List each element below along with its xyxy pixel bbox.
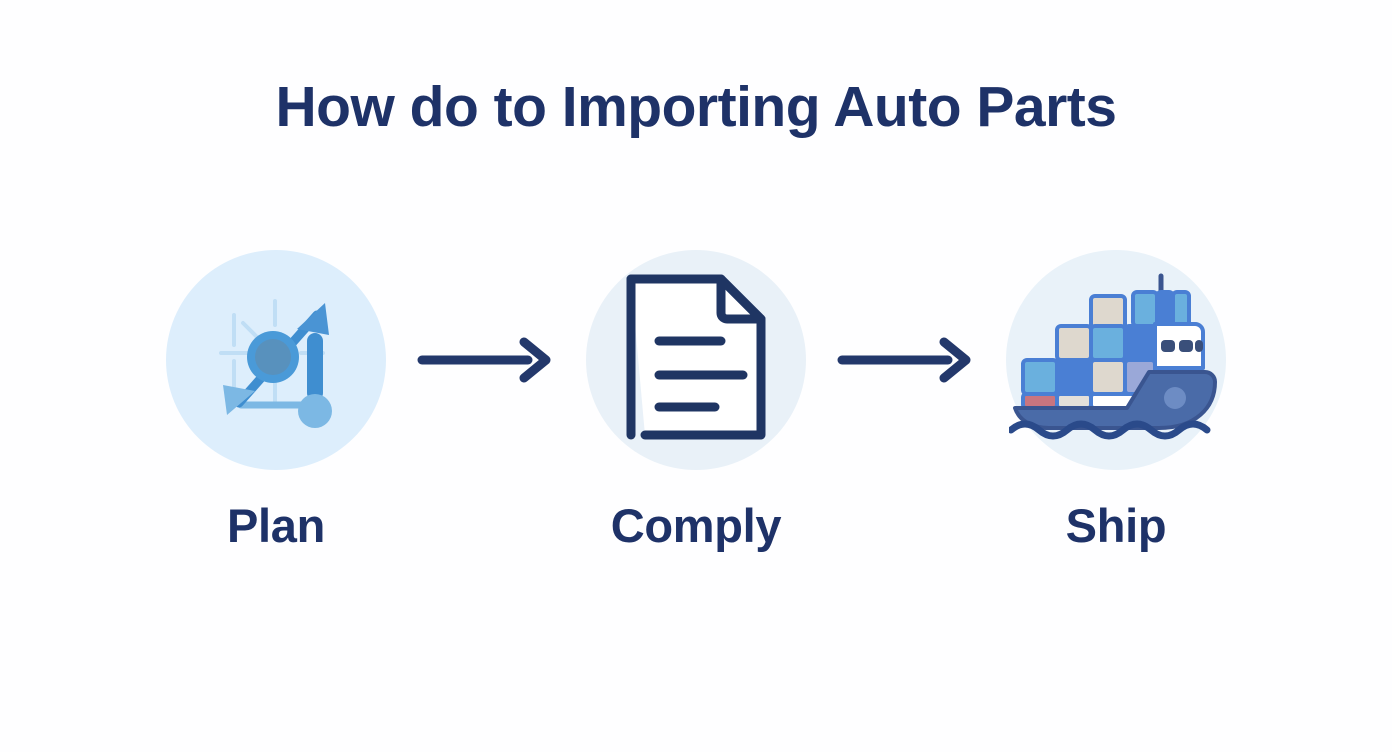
step-ship[interactable]: Ship bbox=[991, 250, 1241, 549]
strategy-chart-icon bbox=[201, 285, 351, 435]
arrow-right-icon bbox=[416, 337, 556, 383]
process-flow: Plan bbox=[0, 250, 1392, 590]
document-icon bbox=[611, 265, 781, 455]
arrow-right-icon bbox=[836, 337, 976, 383]
plan-badge bbox=[166, 250, 386, 470]
step-label-plan: Plan bbox=[226, 499, 326, 552]
step-comply[interactable]: Comply bbox=[571, 250, 821, 549]
step-plan[interactable]: Plan bbox=[151, 250, 401, 549]
step-label-comply: Comply bbox=[610, 499, 782, 552]
connector-plan-to-comply bbox=[401, 250, 571, 470]
connector-comply-to-ship bbox=[821, 250, 991, 470]
comply-badge bbox=[586, 250, 806, 470]
ship-badge bbox=[1006, 250, 1226, 470]
step-label-ship: Ship bbox=[1065, 499, 1167, 552]
page-title: How do to Importing Auto Parts bbox=[275, 75, 1117, 139]
container-ship-icon bbox=[1008, 270, 1224, 450]
